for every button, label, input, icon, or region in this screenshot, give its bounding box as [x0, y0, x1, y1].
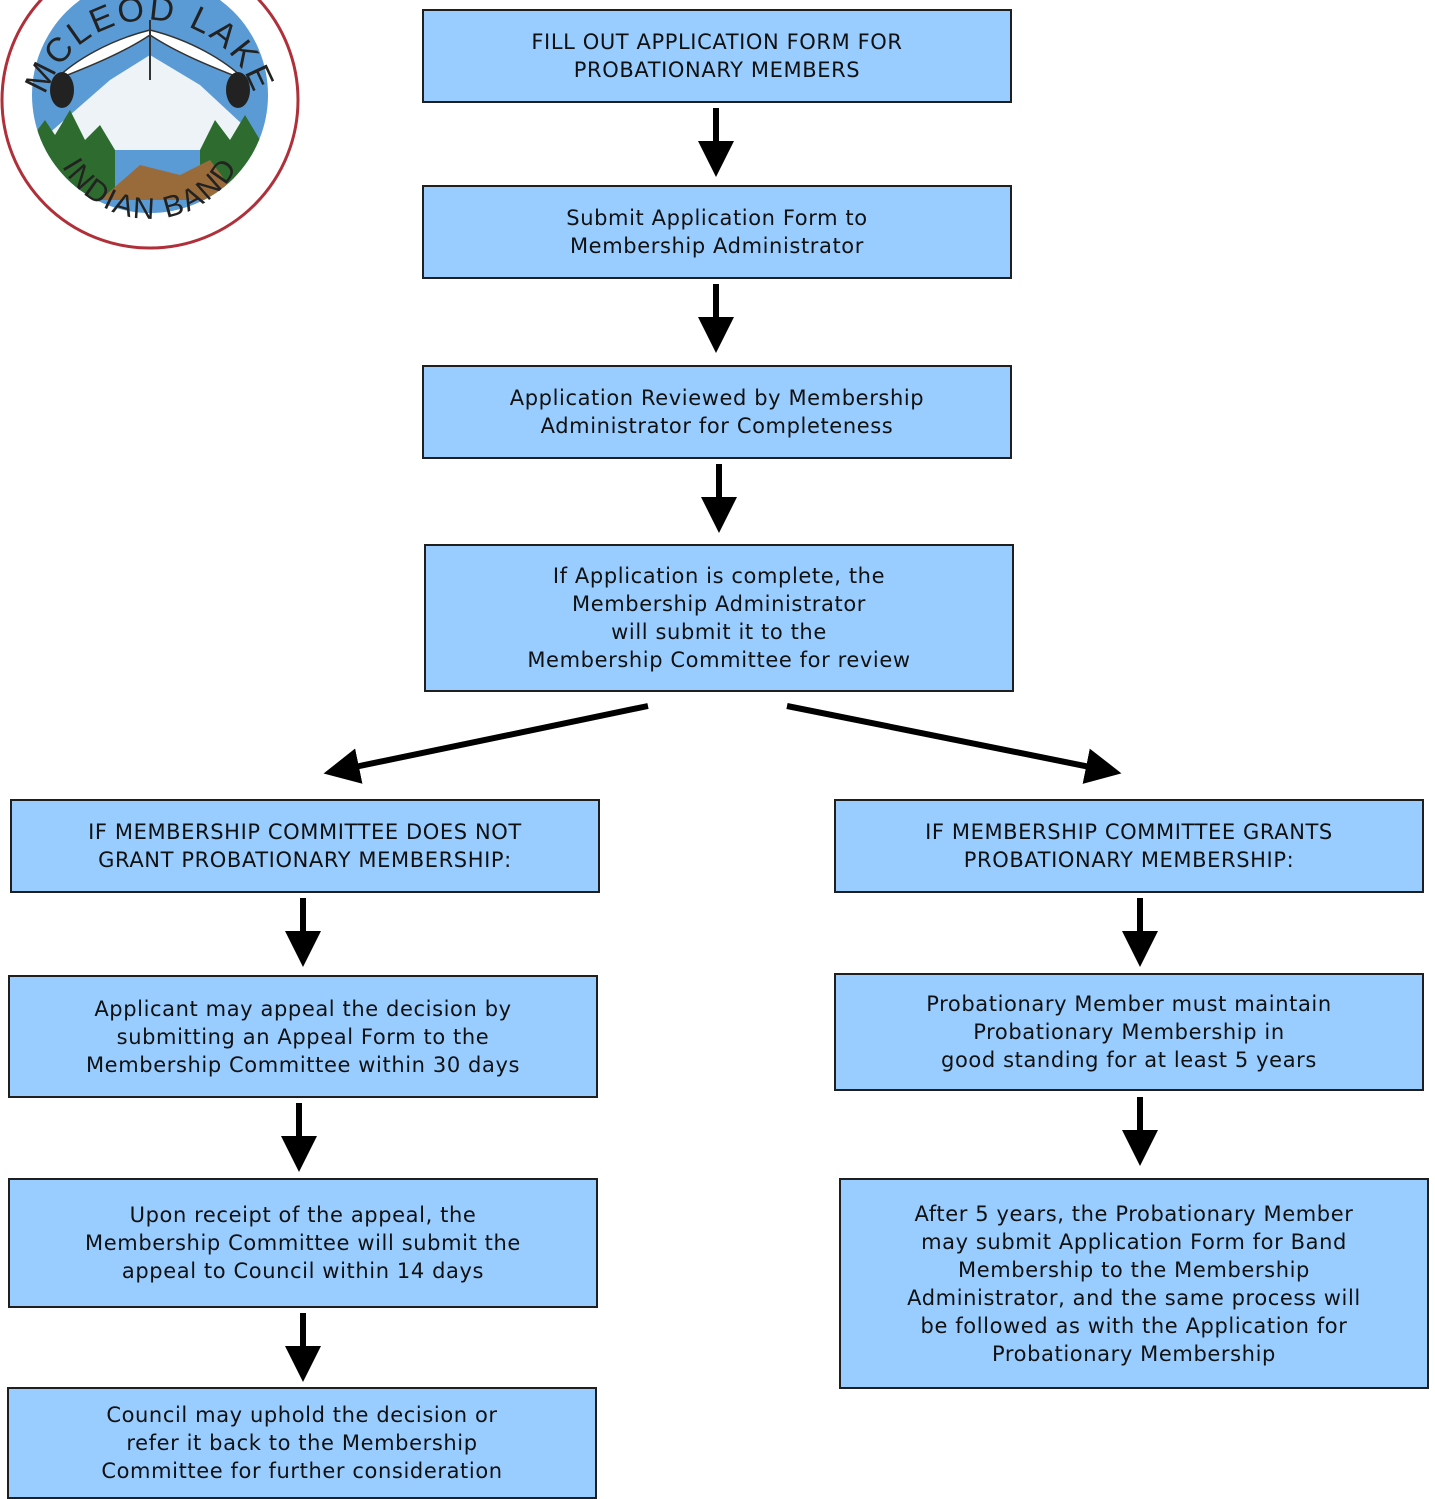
- left-heading-not-granted: IF MEMBERSHIP COMMITTEE DOES NOT GRANT P…: [10, 799, 600, 893]
- left-step-council-decision: Council may uphold the decision or refer…: [7, 1387, 597, 1499]
- right-step-after-5-years: After 5 years, the Probationary Member m…: [839, 1178, 1429, 1389]
- step-submit-to-committee: If Application is complete, the Membersh…: [424, 544, 1014, 692]
- step-fill-out-form: FILL OUT APPLICATION FORM FOR PROBATIONA…: [422, 9, 1012, 103]
- step-submit-form: Submit Application Form to Membership Ad…: [422, 185, 1012, 279]
- right-heading-granted: IF MEMBERSHIP COMMITTEE GRANTS PROBATION…: [834, 799, 1424, 893]
- left-step-appeal: Applicant may appeal the decision by sub…: [8, 975, 598, 1098]
- left-step-council-submit: Upon receipt of the appeal, the Membersh…: [8, 1178, 598, 1308]
- arrow-4-to-right: [786, 703, 1122, 784]
- right-step-maintain: Probationary Member must maintain Probat…: [834, 973, 1424, 1091]
- arrow-4-to-left: [323, 703, 649, 784]
- logo-feather-tip-left: [50, 72, 74, 108]
- logo-mountain: [32, 55, 268, 150]
- band-logo: MCLEOD LAKE INDIAN BAND: [0, 0, 300, 250]
- step-review-completeness: Application Reviewed by Membership Admin…: [422, 365, 1012, 459]
- logo-feather-tip-right: [226, 72, 250, 108]
- logo-hills: [100, 160, 240, 200]
